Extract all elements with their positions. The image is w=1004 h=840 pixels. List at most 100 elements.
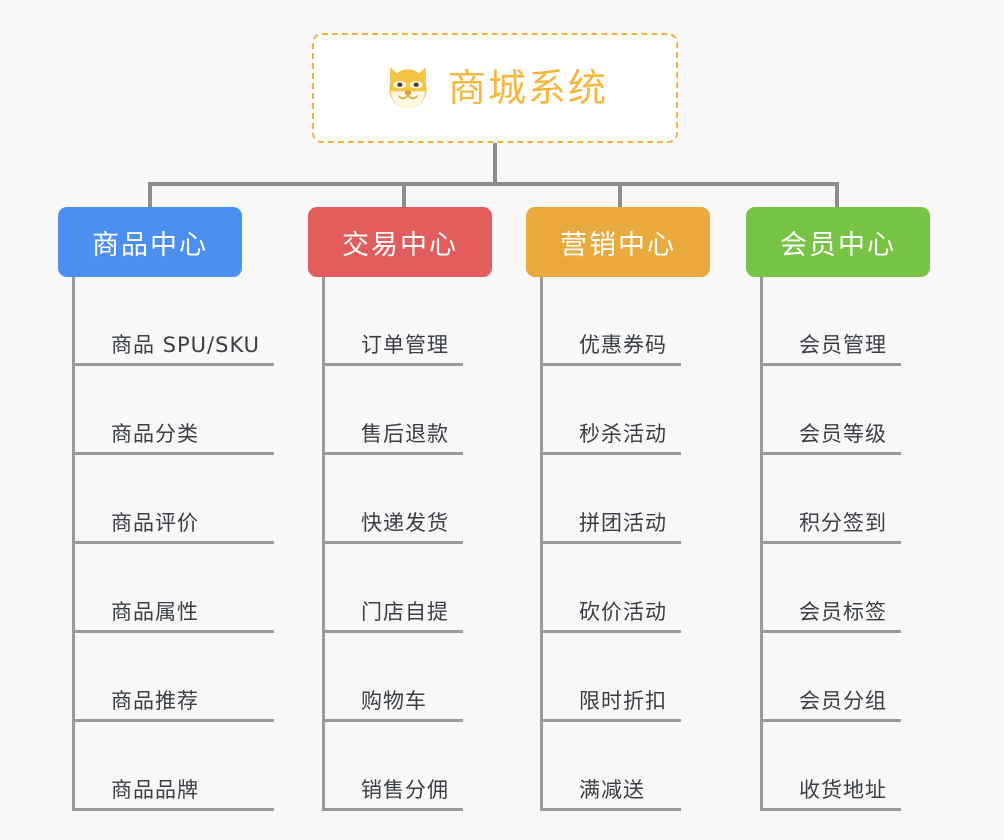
leaf-spine-4	[760, 277, 763, 811]
leaf-item[interactable]: 商品 SPU/SKU	[72, 277, 274, 366]
leaf-item-underline	[543, 630, 681, 633]
leaf-item-underline	[325, 719, 463, 722]
leaf-item-label: 售后退款	[361, 421, 449, 446]
leaf-item-underline	[325, 630, 463, 633]
leaf-item[interactable]: 商品分类	[72, 366, 274, 455]
leaf-item[interactable]: 会员标签	[760, 544, 901, 633]
leaf-item-underline	[75, 363, 274, 366]
leaf-item-underline	[325, 363, 463, 366]
leaf-item[interactable]: 商品推荐	[72, 633, 274, 722]
leaf-item-underline	[75, 719, 274, 722]
connector-drop-2	[402, 182, 406, 208]
category-box-1[interactable]: 商品中心	[58, 207, 242, 277]
leaf-item-underline	[543, 719, 681, 722]
leaf-item-underline	[325, 452, 463, 455]
leaf-item[interactable]: 会员管理	[760, 277, 901, 366]
category-box-4[interactable]: 会员中心	[746, 207, 930, 277]
leaf-item[interactable]: 限时折扣	[540, 633, 681, 722]
leaf-item-underline	[763, 363, 901, 366]
leaf-item[interactable]: 门店自提	[322, 544, 463, 633]
leaf-item-underline	[75, 541, 274, 544]
leaf-item[interactable]: 商品品牌	[72, 722, 274, 811]
leaf-item[interactable]: 积分签到	[760, 455, 901, 544]
leaf-item[interactable]: 订单管理	[322, 277, 463, 366]
leaf-item[interactable]: 快递发货	[322, 455, 463, 544]
leaf-item-underline	[75, 808, 274, 811]
leaf-item-label: 商品 SPU/SKU	[111, 332, 261, 357]
leaf-item-label: 限时折扣	[579, 688, 667, 713]
category-label-3: 营销中心	[560, 229, 676, 261]
leaf-item[interactable]: 会员分组	[760, 633, 901, 722]
connector-horizontal-bus	[148, 182, 838, 186]
leaf-item-underline	[763, 630, 901, 633]
leaf-item-underline	[75, 630, 274, 633]
leaf-item[interactable]: 优惠券码	[540, 277, 681, 366]
leaf-item-underline	[75, 452, 274, 455]
leaf-item-label: 商品属性	[111, 599, 199, 624]
leaf-item-label: 会员管理	[799, 332, 887, 357]
category-box-3[interactable]: 营销中心	[526, 207, 710, 277]
category-label-4: 会员中心	[780, 229, 896, 261]
leaf-column-1: 商品 SPU/SKU 商品分类商品评价商品属性商品推荐商品品牌	[72, 277, 274, 811]
leaf-item[interactable]: 收货地址	[760, 722, 901, 811]
leaf-item-label: 秒杀活动	[579, 421, 667, 446]
connector-drop-3	[618, 182, 622, 208]
leaf-item[interactable]: 拼团活动	[540, 455, 681, 544]
leaf-item-label: 销售分佣	[361, 777, 449, 802]
leaf-item-underline	[543, 452, 681, 455]
leaf-item-underline	[543, 363, 681, 366]
leaf-item-label: 满减送	[579, 777, 645, 802]
connector-drop-1	[148, 182, 152, 208]
leaf-item-label: 砍价活动	[579, 599, 667, 624]
leaf-item-label: 会员分组	[799, 688, 887, 713]
shiba-dog-face-icon	[389, 66, 427, 110]
leaf-item-label: 商品品牌	[111, 777, 199, 802]
leaf-item-label: 会员标签	[799, 599, 887, 624]
root-title: 商城系统	[447, 66, 608, 110]
leaf-items-3: 优惠券码秒杀活动拼团活动砍价活动限时折扣满减送	[540, 277, 681, 811]
leaf-item-underline	[325, 808, 463, 811]
leaf-item[interactable]: 满减送	[540, 722, 681, 811]
leaf-item-label: 购物车	[361, 688, 427, 713]
leaf-item[interactable]: 售后退款	[322, 366, 463, 455]
category-label-2: 交易中心	[342, 229, 458, 261]
leaf-item-label: 门店自提	[361, 599, 449, 624]
leaf-spine-2	[322, 277, 325, 811]
leaf-item[interactable]: 商品评价	[72, 455, 274, 544]
leaf-column-4: 会员管理会员等级积分签到会员标签会员分组收货地址	[760, 277, 901, 811]
leaf-item-label: 优惠券码	[579, 332, 667, 357]
leaf-item[interactable]: 会员等级	[760, 366, 901, 455]
leaf-item-underline	[763, 719, 901, 722]
leaf-item-label: 商品评价	[111, 510, 199, 535]
leaf-item-underline	[543, 808, 681, 811]
leaf-item-label: 订单管理	[361, 332, 449, 357]
leaf-item[interactable]: 销售分佣	[322, 722, 463, 811]
leaf-item[interactable]: 秒杀活动	[540, 366, 681, 455]
leaf-item-label: 积分签到	[799, 510, 887, 535]
leaf-spine-1	[72, 277, 75, 811]
leaf-spine-3	[540, 277, 543, 811]
leaf-item-label: 会员等级	[799, 421, 887, 446]
leaf-item[interactable]: 购物车	[322, 633, 463, 722]
leaf-column-3: 优惠券码秒杀活动拼团活动砍价活动限时折扣满减送	[540, 277, 681, 811]
leaf-items-4: 会员管理会员等级积分签到会员标签会员分组收货地址	[760, 277, 901, 811]
leaf-item-label: 商品推荐	[111, 688, 199, 713]
leaf-item-label: 收货地址	[799, 777, 887, 802]
leaf-item-underline	[543, 541, 681, 544]
category-label-1: 商品中心	[92, 229, 208, 261]
category-box-2[interactable]: 交易中心	[308, 207, 492, 277]
leaf-item-label: 快递发货	[361, 510, 449, 535]
leaf-item-label: 拼团活动	[579, 510, 667, 535]
leaf-item[interactable]: 商品属性	[72, 544, 274, 633]
leaf-column-2: 订单管理售后退款快递发货门店自提购物车销售分佣	[322, 277, 463, 811]
leaf-item-label: 商品分类	[111, 421, 199, 446]
leaf-item[interactable]: 砍价活动	[540, 544, 681, 633]
leaf-item-underline	[763, 452, 901, 455]
leaf-items-1: 商品 SPU/SKU 商品分类商品评价商品属性商品推荐商品品牌	[72, 277, 274, 811]
connector-root-stem	[493, 143, 497, 184]
connector-drop-4	[835, 182, 839, 208]
root-node[interactable]: 商城系统	[312, 33, 678, 143]
leaf-items-2: 订单管理售后退款快递发货门店自提购物车销售分佣	[322, 277, 463, 811]
leaf-item-underline	[763, 541, 901, 544]
